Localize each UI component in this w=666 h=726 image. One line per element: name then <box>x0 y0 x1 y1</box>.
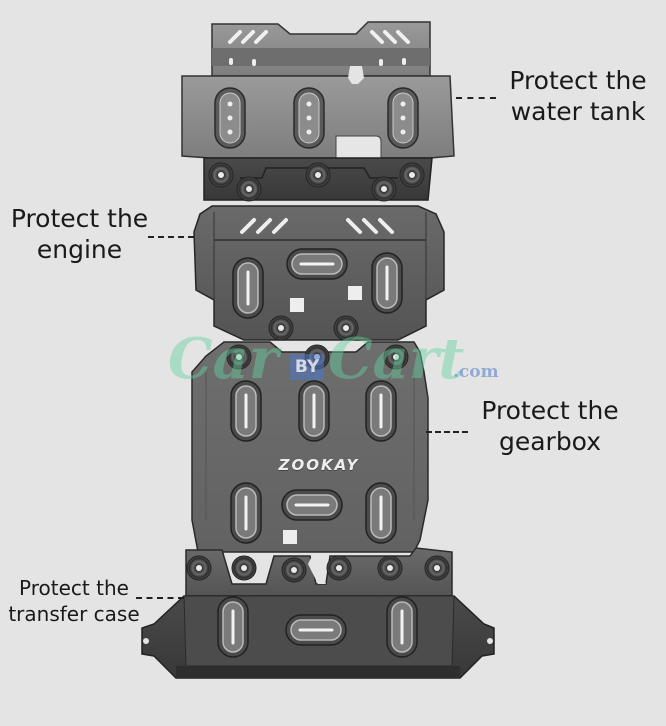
gearbox-leader-line <box>426 431 468 433</box>
transfer-case-plate <box>141 547 495 679</box>
transfer-case-callout: Protect the transfer case <box>4 575 144 627</box>
engine-plate <box>193 205 445 341</box>
callout-line-2: transfer case <box>8 602 140 626</box>
water-tank-callout: Protect the water tank <box>498 66 658 127</box>
engine-leader-line <box>148 236 194 238</box>
gearbox-callout: Protect the gearbox <box>470 396 630 457</box>
callout-line-2: gearbox <box>498 426 602 456</box>
water-tank-leader-line <box>456 97 496 99</box>
gearbox-plate <box>191 341 429 553</box>
callout-line-1: Protect the <box>481 396 619 425</box>
brand-logo: ZOOKAY <box>278 456 360 474</box>
callout-line-1: Protect the <box>10 204 149 233</box>
engine-callout: Protect the engine <box>2 204 157 265</box>
transfer-case-leader-line <box>136 597 184 599</box>
water-tank-plate <box>181 21 455 202</box>
callout-line-2: water tank <box>510 96 646 126</box>
callout-line-2: engine <box>36 234 123 264</box>
callout-line-1: Protect the <box>19 576 129 600</box>
callout-line-1: Protect the <box>509 66 647 95</box>
